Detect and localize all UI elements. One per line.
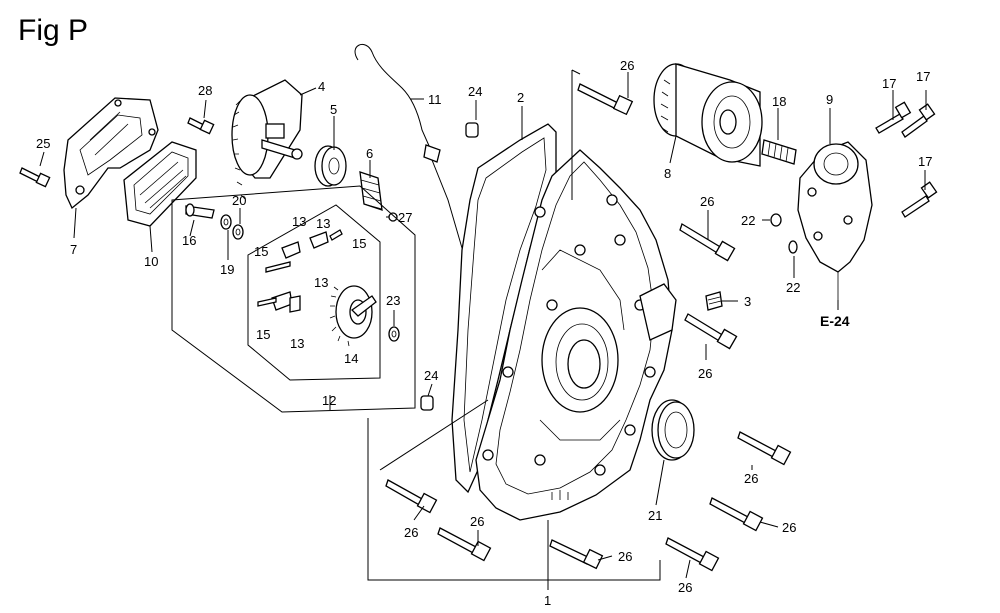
part-8-oil-filter [653, 63, 763, 167]
part-26-bolt-right-upper [679, 223, 736, 262]
callout-9: 9 [826, 92, 833, 107]
callout-19: 19 [220, 262, 234, 277]
callout-24-b: 24 [424, 368, 438, 383]
part-13-rotor-pieces [271, 231, 329, 313]
reference-e-24: E-24 [820, 313, 850, 329]
callout-26-d: 26 [744, 471, 758, 486]
callout-28: 28 [198, 83, 212, 98]
callout-25: 25 [36, 136, 50, 151]
part-17-bolt-a [875, 101, 912, 134]
part-21-oil-seal [651, 399, 695, 461]
part-26-bolt-bottom-left [437, 527, 492, 562]
callout-26-f: 26 [678, 580, 692, 595]
figure-title: Fig P [18, 14, 89, 47]
part-2-gasket [451, 123, 557, 494]
part-15-pins [257, 229, 343, 307]
callout-5: 5 [330, 102, 337, 117]
part-12-kit-outline [171, 185, 416, 413]
part-19-washer [220, 214, 232, 230]
callout-3: 3 [744, 294, 751, 309]
callout-26-a: 26 [620, 58, 634, 73]
part-25-bolt [19, 167, 51, 188]
callout-26-i: 26 [404, 525, 418, 540]
callout-10: 10 [144, 254, 158, 269]
part-18-threaded-nipple [761, 139, 797, 165]
part-20-washer [232, 224, 244, 240]
callout-26-b: 26 [700, 194, 714, 209]
part-5-washer-disc [314, 145, 347, 187]
part-26-bolt-bottom-right [665, 537, 720, 572]
part-14-gear [329, 285, 377, 347]
part-26-bolt-right-middle [684, 313, 738, 350]
part-4-oil-pump-rotor [231, 79, 303, 200]
callout-17-b: 17 [916, 69, 930, 84]
part-16-bolt [185, 203, 215, 219]
part-24-plug-upper [465, 122, 479, 138]
part-22-washer-upper [770, 213, 782, 227]
callout-15-c: 15 [352, 236, 366, 251]
part-26-bolt-left [385, 479, 438, 514]
part-26-bolt-bottom-center [549, 539, 604, 570]
callout-26-c: 26 [698, 366, 712, 381]
callout-15-a: 15 [254, 244, 268, 259]
callout-20: 20 [232, 193, 246, 208]
part-10-screen [123, 141, 197, 227]
callout-4: 4 [318, 79, 325, 94]
part-6-spring [359, 171, 383, 211]
callout-17-a: 17 [882, 76, 896, 91]
callout-21: 21 [648, 508, 662, 523]
callout-6: 6 [366, 146, 373, 161]
callout-11: 11 [428, 92, 442, 107]
part-1-crankcase-cover [475, 149, 677, 521]
callout-13-c: 13 [290, 336, 304, 351]
callout-2: 2 [517, 90, 524, 105]
part-23-washer [388, 326, 400, 342]
callout-13-a: 13 [292, 214, 306, 229]
callout-15-b: 15 [256, 327, 270, 342]
callout-26-e: 26 [782, 520, 796, 535]
callout-26-h: 26 [470, 514, 484, 529]
leader-lines [39, 69, 927, 590]
part-22-washer-lower [788, 240, 798, 254]
callout-13-b: 13 [314, 275, 328, 290]
callout-18: 18 [772, 94, 786, 109]
part-24-plug-lower [420, 395, 434, 411]
callout-17-c: 17 [918, 154, 932, 169]
callout-labels: 1 2 3 4 5 6 7 8 9 10 11 12 13 13 13 13 1… [36, 58, 932, 608]
callout-22-a: 22 [741, 213, 755, 228]
callout-22-b: 22 [786, 280, 800, 295]
part-9-filter-base [797, 141, 873, 300]
part-28-bolt [187, 117, 215, 135]
callout-24-a: 24 [468, 84, 482, 99]
callout-26-g: 26 [618, 549, 632, 564]
callout-14: 14 [344, 351, 358, 366]
part-17-bolt-b [901, 103, 936, 138]
part-17-bolt-c [901, 181, 938, 218]
callout-13-d: 13 [316, 216, 330, 231]
part-3-plug [705, 291, 723, 311]
callout-8: 8 [664, 166, 671, 181]
part-7-bracket [63, 97, 159, 210]
callout-27: 27 [398, 210, 412, 225]
part-26-bolt-right-b [709, 497, 764, 532]
callout-16: 16 [182, 233, 196, 248]
callout-7: 7 [70, 242, 77, 257]
callout-23: 23 [386, 293, 400, 308]
part-26-bolt-right-a [737, 431, 792, 466]
callout-1: 1 [544, 593, 551, 608]
callout-12: 12 [322, 393, 336, 408]
part-27-ring [388, 212, 398, 222]
part-26-bolt-top [577, 83, 634, 116]
